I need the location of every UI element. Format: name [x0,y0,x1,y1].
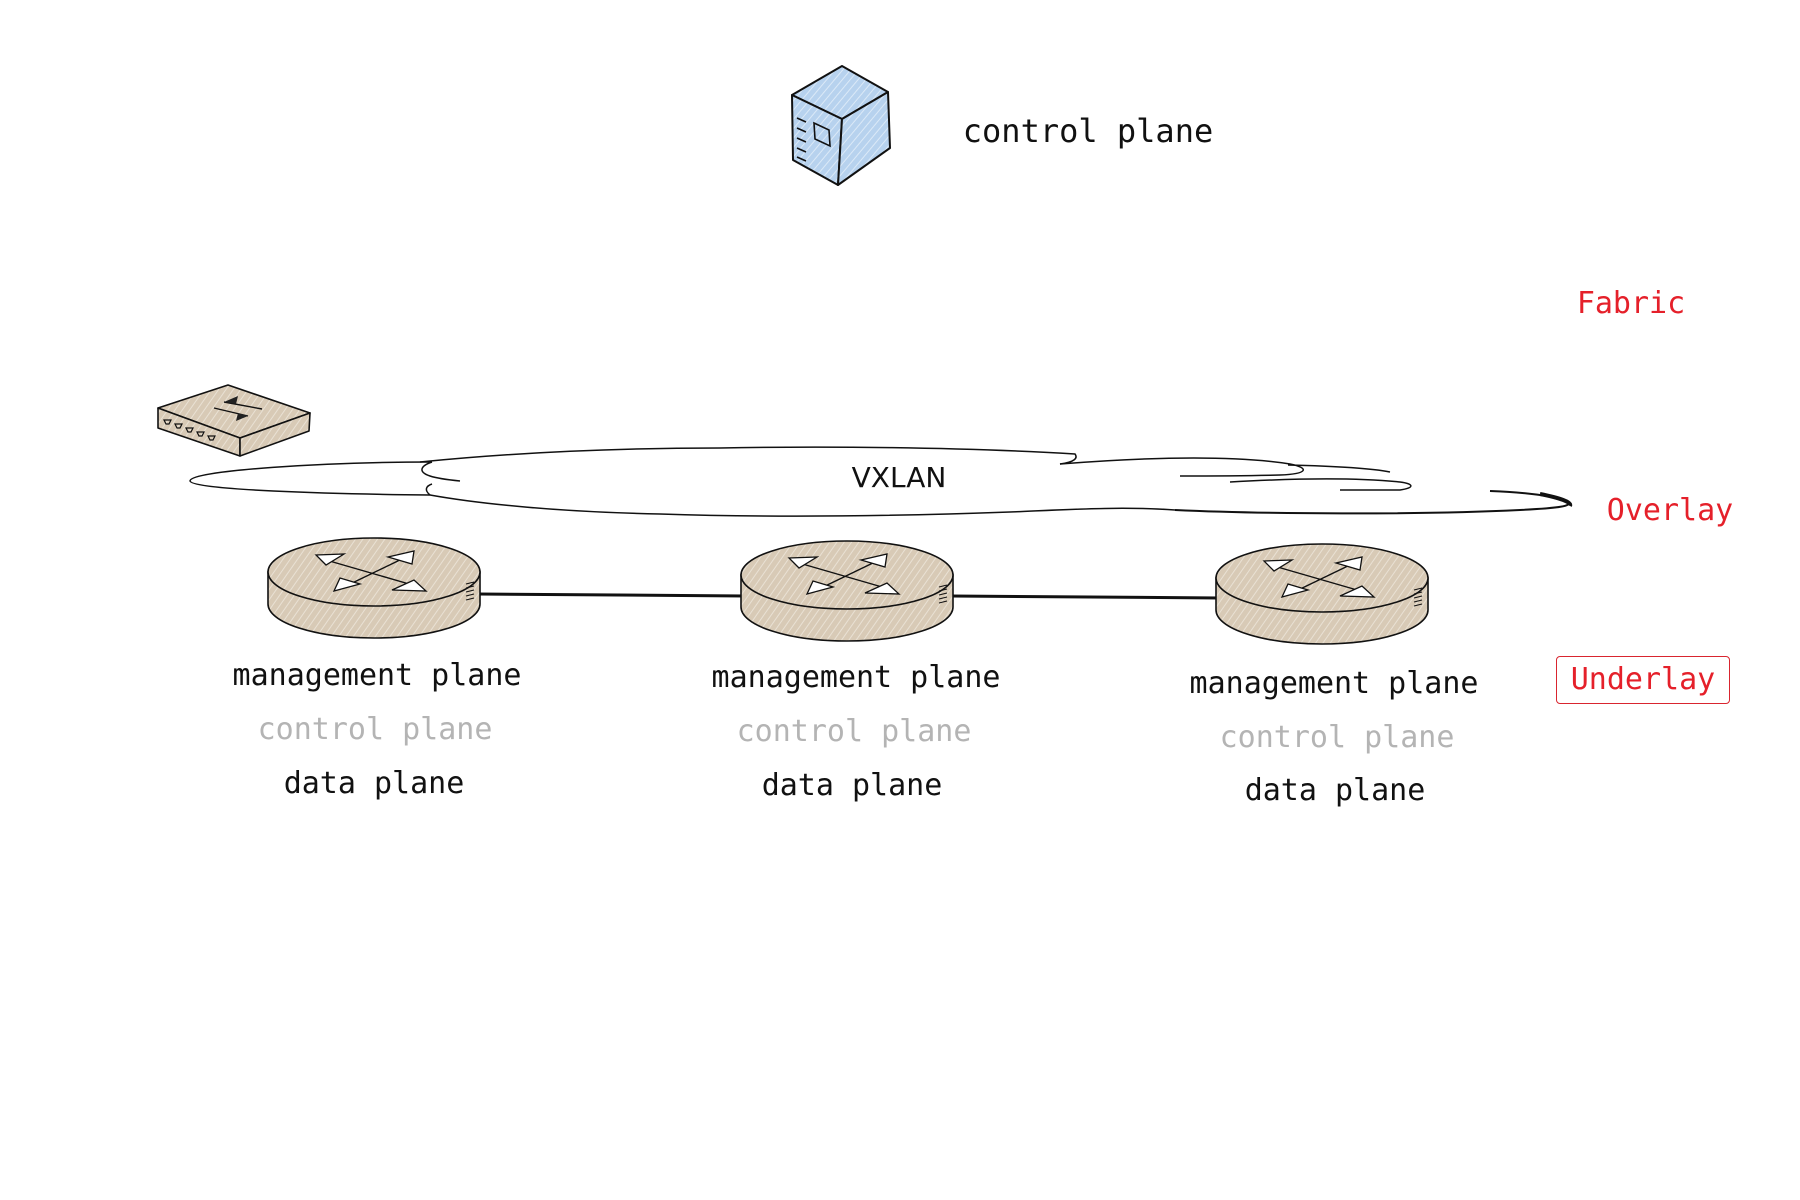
link-router2-router3 [950,594,1221,600]
cloud-icon [189,446,1573,517]
router3-data-plane: data plane [1244,773,1426,808]
arrowhead [1280,583,1311,598]
switch-icon [157,384,311,457]
router3-management-plane: management plane [1189,666,1479,701]
server-icon [791,65,891,186]
cloud-label: VXLAN [851,461,947,494]
arrowhead [858,553,888,568]
arrowhead [787,556,820,569]
layer-label-fabric: Fabric [1576,286,1686,321]
arrowhead [391,579,428,592]
arrowhead [1262,559,1295,572]
router1-management-plane: management plane [232,658,522,693]
router3-control-plane: control plane [1219,720,1455,755]
arrowhead [314,553,347,566]
router-icon [740,540,954,642]
router1-data-plane: data plane [283,766,465,801]
arrowhead [1339,585,1376,598]
router2-control-plane: control plane [736,714,972,749]
link-router1-router2 [477,592,746,598]
router1-control-plane: control plane [257,712,493,747]
arrowhead [805,580,836,595]
arrowhead [332,577,363,592]
layer-label-underlay: Underlay [1570,662,1716,697]
arrowhead [864,582,901,595]
arrowhead [385,550,415,565]
underlay-highlight-box [1556,656,1730,704]
controller-label: control plane [962,112,1214,150]
arrowhead [1333,556,1363,571]
router2-data-plane: data plane [761,768,943,803]
router-icon [267,537,481,639]
layer-label-overlay: Overlay [1606,493,1734,528]
router2-management-plane: management plane [711,660,1001,695]
router-icon [1215,543,1429,645]
